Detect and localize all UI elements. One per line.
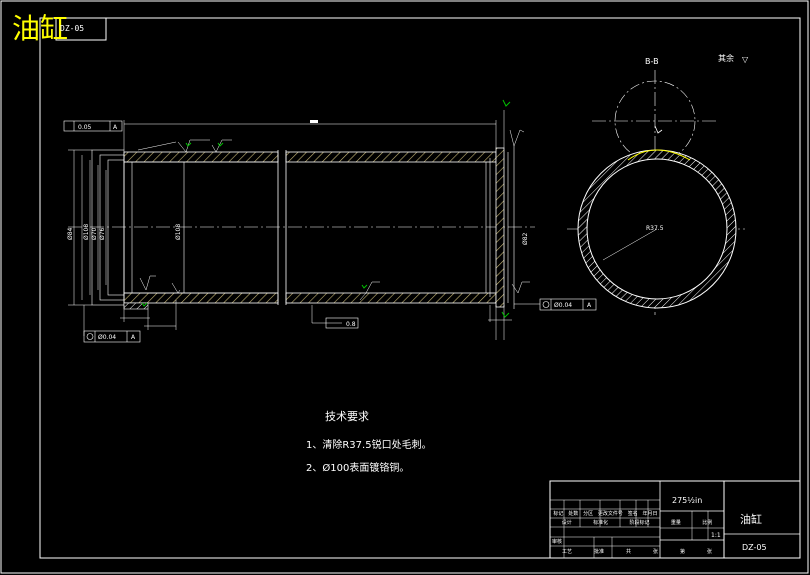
label-right-dia: Ø82 bbox=[522, 232, 529, 245]
drawing-code-top: DZ-05 bbox=[60, 24, 85, 33]
tb-r1-c5: 年月日 bbox=[642, 511, 658, 517]
tb-scale-value: 1:1 bbox=[711, 532, 721, 539]
ref-right-small: 0.8 bbox=[346, 321, 356, 328]
tb-row2: 设计 标准化 阶段标记 重量 比例 bbox=[551, 519, 723, 526]
tb-r2-c4: 阶段标记 bbox=[629, 520, 650, 526]
section-label: B-B bbox=[645, 57, 659, 66]
tb-r3-c0: 审核 bbox=[552, 539, 563, 545]
tb-drawing-no: DZ-05 bbox=[742, 543, 767, 552]
inner-border bbox=[39, 17, 801, 559]
tb-r1-c2: 分区 bbox=[583, 511, 594, 517]
tol-right-value: Ø0.04 bbox=[554, 302, 572, 309]
top-wall-left bbox=[123, 151, 279, 163]
title-block: 275½in 油缸 DZ-05 1:1 bbox=[549, 480, 801, 559]
tol-top-datum: A bbox=[113, 124, 118, 131]
tb-row1: 标记 处数 分区 更改文件号 签名 年月日 bbox=[551, 510, 660, 517]
tb-r4-c2: 批准 bbox=[593, 549, 604, 555]
tb-r2-c2: 标准化 bbox=[593, 520, 609, 526]
tb-row3: 审核 bbox=[552, 538, 562, 545]
tol-top-value: 0.05 bbox=[78, 124, 92, 131]
drawing-title: 油缸 bbox=[12, 12, 69, 45]
label-left-3: Ø70 bbox=[91, 227, 98, 240]
label-left-2: Ø108 bbox=[83, 224, 90, 240]
roughness-symbol: ▽ bbox=[742, 55, 749, 64]
tb-r4-c5: 张 bbox=[652, 549, 658, 555]
tb-r4-c4: 共 bbox=[625, 549, 631, 555]
tech-item-2: 2、Ø100表面镀铬铜。 bbox=[306, 463, 410, 474]
section-view: 0.05 A Ø0.04 A Ø0.04 A 0.8 Ø82 Ø108 Ø84 … bbox=[63, 99, 597, 343]
label-left-4: Ø76 bbox=[99, 227, 106, 240]
tb-r2-c0: 设计 bbox=[561, 520, 572, 526]
bottom-wall-left bbox=[123, 292, 279, 304]
tol-left-value: Ø0.04 bbox=[98, 334, 116, 341]
tol-left-datum: A bbox=[131, 334, 136, 341]
tb-r1-c1: 处数 bbox=[568, 511, 579, 517]
tol-right-datum: A bbox=[587, 302, 592, 309]
tb-r4-c7: 张 bbox=[706, 549, 712, 555]
tb-r2-c6: 比例 bbox=[702, 520, 713, 526]
tech-heading: 技术要求 bbox=[325, 410, 369, 423]
tb-part-name: 油缸 bbox=[740, 512, 762, 526]
radius-note: R37.5 bbox=[646, 225, 664, 232]
end-view: B-B 其余 ▽ R37.5 bbox=[567, 53, 749, 315]
bottom-wall-right bbox=[285, 292, 497, 304]
tb-r1-c4: 签名 bbox=[627, 511, 638, 517]
roughness-note: 其余 bbox=[718, 53, 734, 63]
tb-r2-c5: 重量 bbox=[670, 520, 681, 526]
tb-r4-c0: 工艺 bbox=[561, 549, 572, 555]
label-left-1: Ø84 bbox=[67, 227, 74, 240]
tech-item-1: 1、清除R37.5锐口处毛刺。 bbox=[306, 440, 432, 451]
tb-r1-c3: 更改文件号 bbox=[597, 511, 623, 517]
code-box bbox=[55, 17, 107, 41]
top-wall-right bbox=[285, 151, 497, 163]
tb-r1-c0: 标记 bbox=[553, 511, 564, 517]
label-mid-dia: Ø108 bbox=[175, 224, 182, 240]
tb-row4: 工艺 批准 共 张 第 张 bbox=[551, 548, 723, 555]
tb-r4-c6: 第 bbox=[679, 549, 685, 555]
tb-scale-text: 275½in bbox=[672, 496, 702, 505]
